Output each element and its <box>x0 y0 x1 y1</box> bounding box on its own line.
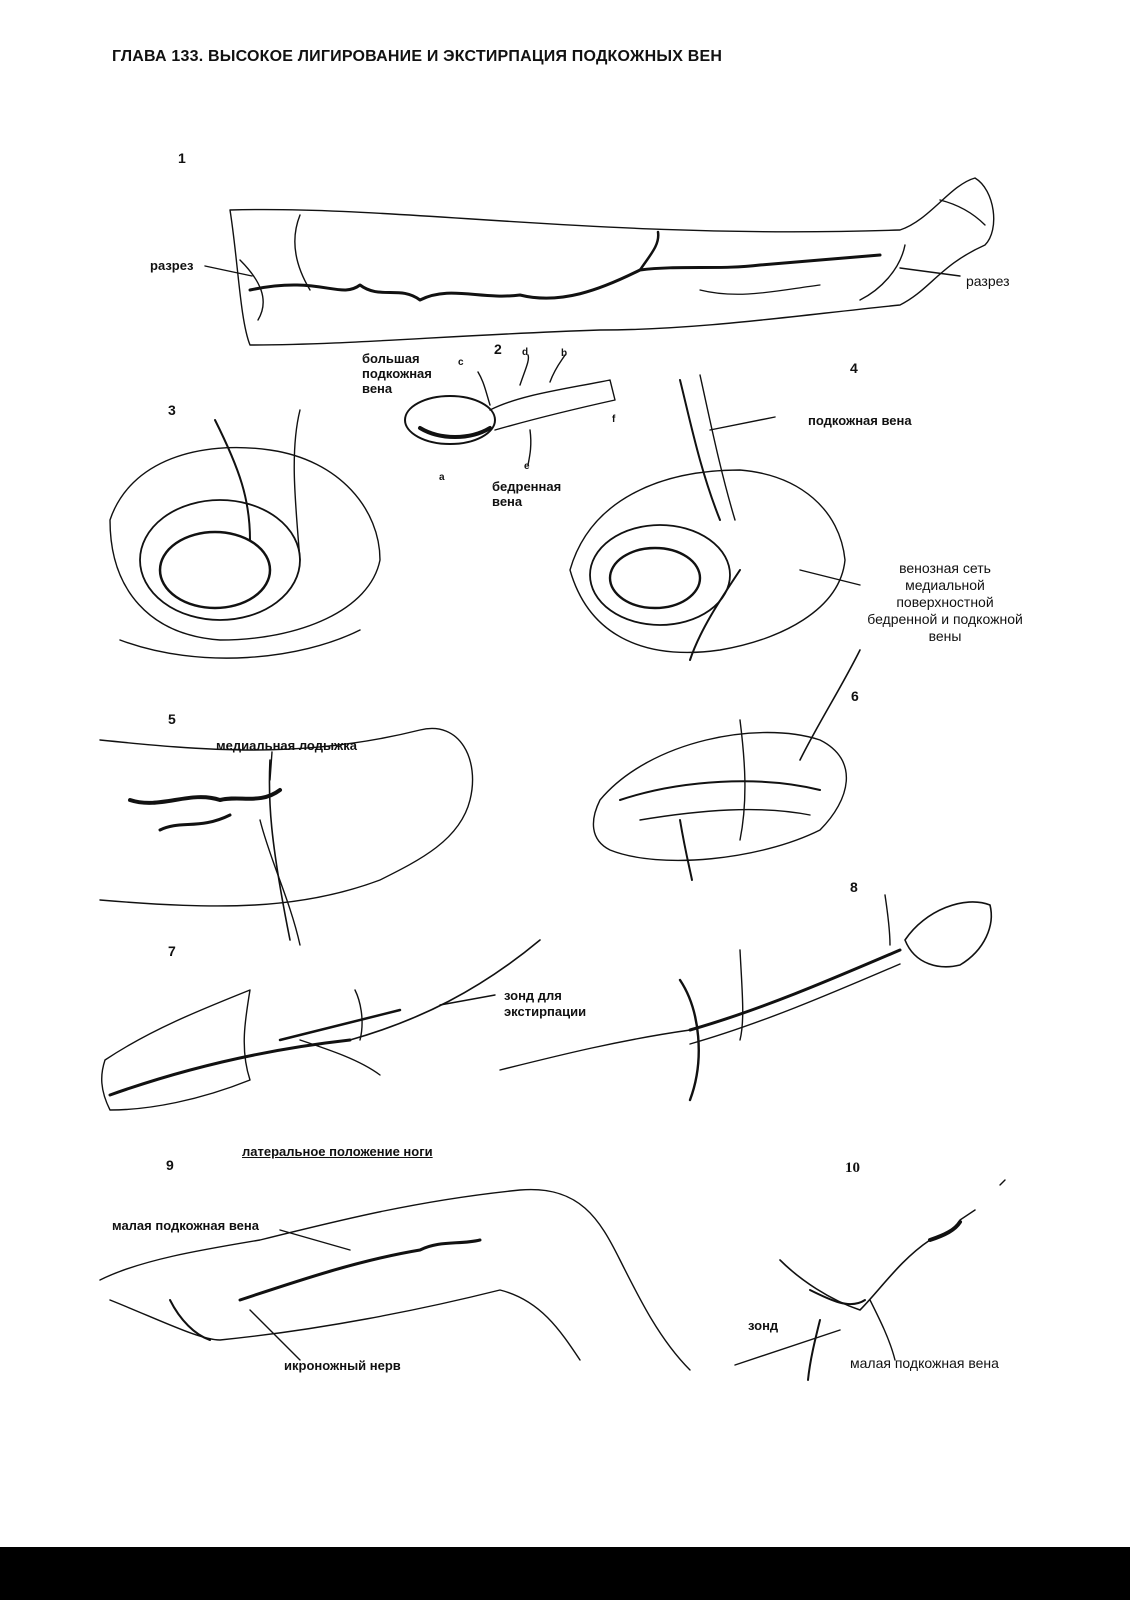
figure-2-label-great-saphenous-1: большая <box>362 351 420 366</box>
figure-4-label-network-line-4: бедренной и подкожной <box>867 611 1023 627</box>
figure-9-label-sural-nerve: икроножный нерв <box>284 1358 401 1373</box>
figure-6-drawing <box>592 649 861 881</box>
figure-4-label-venous-network: венозная сеть медиальной поверхностной б… <box>840 560 1050 645</box>
figure-7-label-probe-1: зонд для <box>504 988 562 1003</box>
figure-2-letter-f: f <box>612 414 616 425</box>
figure-2-letter-e: e <box>524 461 530 472</box>
figure-1-leg-drawing <box>204 177 995 346</box>
figure-4-label-saphenous: подкожная вена <box>808 413 912 428</box>
figure-5-number: 5 <box>168 711 176 727</box>
figure-7-number: 7 <box>168 943 176 959</box>
figure-2-label-femoral-2: вена <box>492 494 523 509</box>
figure-2-label-femoral-1: бедренная <box>492 479 562 494</box>
figure-8-drawing <box>499 894 992 1102</box>
figure-1-number: 1 <box>178 150 186 166</box>
figure-2-junction-drawing <box>404 354 616 466</box>
figure-2-number: 2 <box>494 341 502 357</box>
figure-10-number: 10 <box>845 1160 860 1176</box>
figure-10-drawing <box>734 1179 1006 1381</box>
figure-1-label-incision-left: разрез <box>150 258 194 273</box>
figure-1-label-incision-right: разрез <box>966 273 1010 289</box>
page-title: ГЛАВА 133. ВЫСОКОЕ ЛИГИРОВАНИЕ И ЭКСТИРП… <box>112 48 723 65</box>
figure-9-number: 9 <box>166 1157 174 1173</box>
figure-4-drawing <box>569 374 861 661</box>
figure-10-label-probe: зонд <box>748 1318 779 1333</box>
figure-8-number: 8 <box>850 879 858 895</box>
figure-3-incision-drawing <box>109 409 381 659</box>
figure-2-label-great-saphenous-2: подкожная <box>362 366 432 381</box>
figure-2-letter-a: a <box>439 472 445 483</box>
figure-10-label-small-saphenous: малая подкожная вена <box>850 1355 999 1371</box>
figure-6-number: 6 <box>851 688 859 704</box>
figure-9-drawing <box>99 1188 691 1371</box>
figure-2-letter-b: b <box>561 348 568 359</box>
figure-9-caption: латеральное положение ноги <box>242 1144 433 1159</box>
figure-2-letter-c: c <box>458 357 464 368</box>
figure-7-label-probe-2: экстирпации <box>504 1004 587 1019</box>
figure-4-number: 4 <box>850 360 858 376</box>
scan-bottom-bar <box>0 1547 1130 1600</box>
figure-9-label-small-saphenous: малая подкожная вена <box>112 1218 259 1233</box>
figure-4-label-network-line-5: вены <box>928 628 962 644</box>
figure-4-label-network-line-1: венозная сеть <box>899 560 991 576</box>
figure-5-label-medial-malleolus: медиальная лодыжка <box>216 738 358 753</box>
figure-4-label-network-line-3: поверхностной <box>896 594 994 610</box>
figure-4-label-network-line-2: медиальной <box>905 577 985 593</box>
figure-7-drawing <box>101 939 541 1111</box>
figure-3-number: 3 <box>168 402 176 418</box>
figure-2-label-great-saphenous-3: вена <box>362 381 393 396</box>
figure-5-drawing <box>99 727 474 946</box>
figure-2-letter-d: d <box>522 347 529 358</box>
